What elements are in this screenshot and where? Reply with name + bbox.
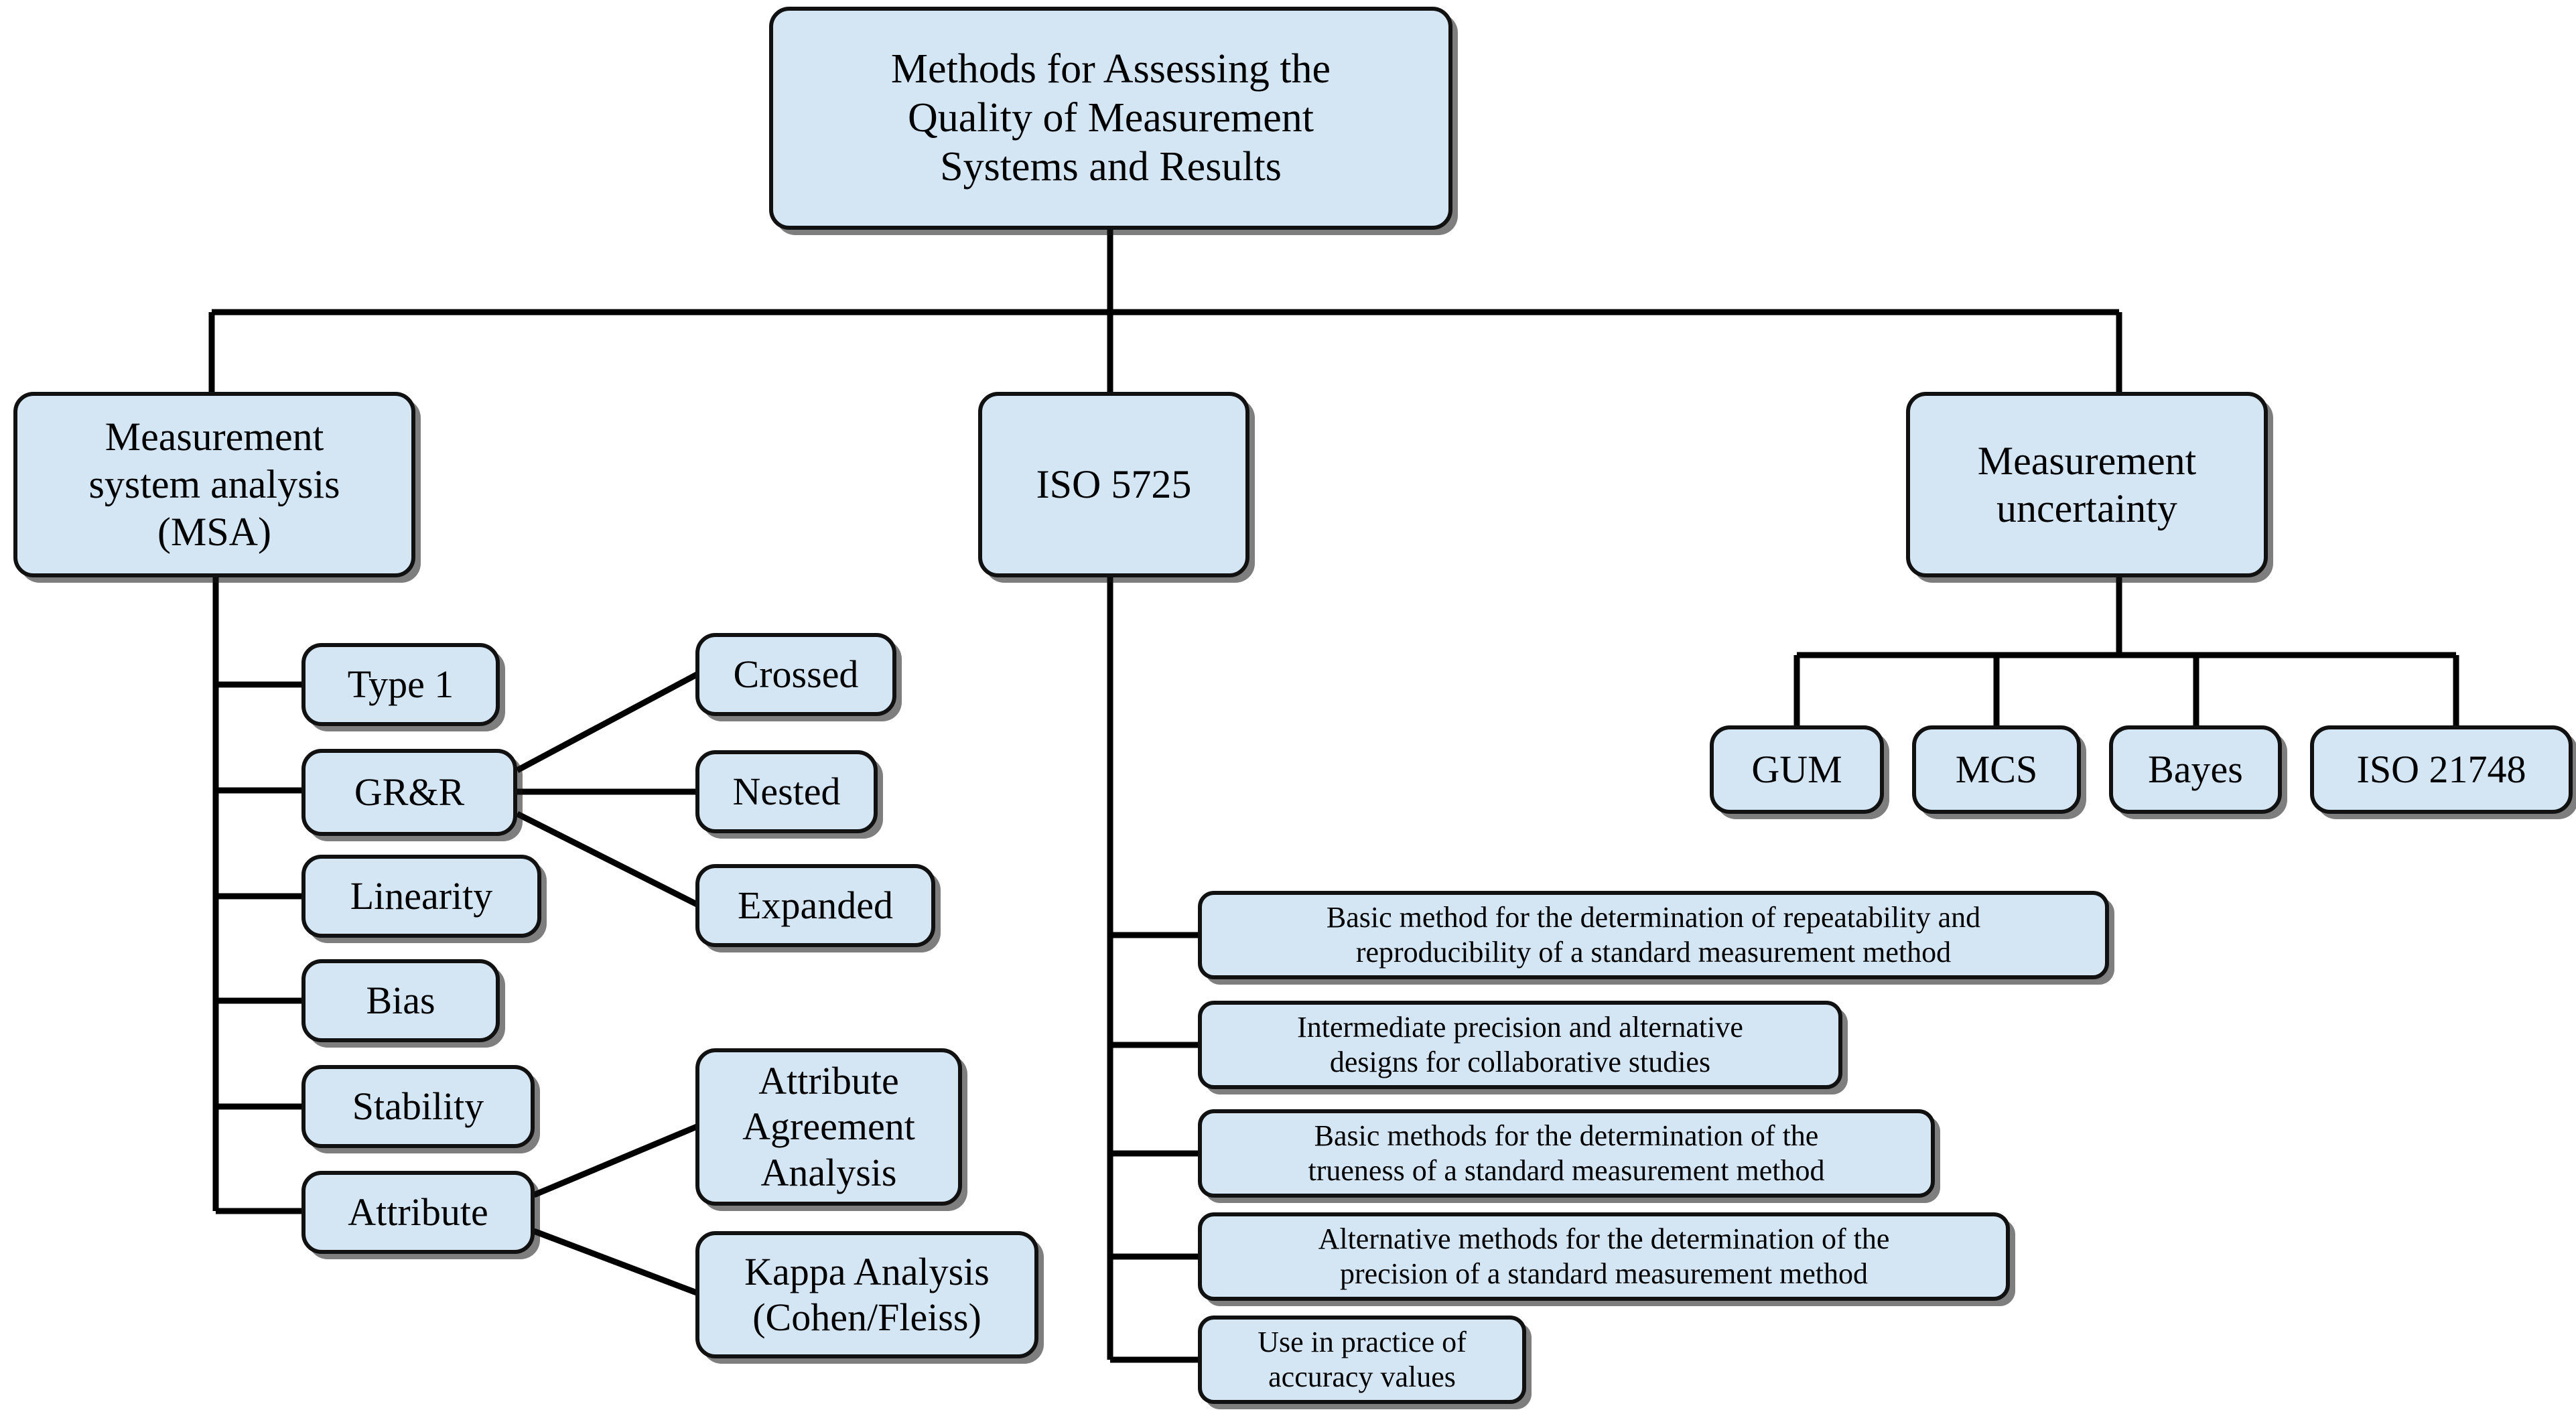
edge-grr-crossed: [515, 672, 699, 773]
node-uncertainty-child-iso21748-label: ISO 21748: [2356, 747, 2526, 791]
node-msa-child-linearity-label: Linearity: [350, 873, 493, 918]
node-msa-child-grr[interactable]: GR&R: [301, 749, 517, 836]
node-iso-child-5[interactable]: Use in practice of accuracy values: [1198, 1316, 1526, 1404]
node-attribute-child-agreement-label: Attribute Agreement Analysis: [742, 1058, 915, 1194]
node-iso-child-4-label: Alternative methods for the determinatio…: [1318, 1222, 1890, 1290]
node-uncertainty-child-iso21748[interactable]: ISO 21748: [2310, 725, 2573, 814]
node-uncertainty-child-mcs[interactable]: MCS: [1912, 725, 2081, 814]
node-msa-child-stability-label: Stability: [352, 1084, 484, 1128]
node-iso-child-4[interactable]: Alternative methods for the determinatio…: [1198, 1212, 2010, 1301]
node-attribute-child-kappa-label: Kappa Analysis (Cohen/Fleiss): [744, 1249, 990, 1339]
node-uncertainty[interactable]: Measurement uncertainty: [1906, 392, 2268, 577]
node-grr-child-nested[interactable]: Nested: [695, 750, 878, 833]
node-iso-child-1-label: Basic method for the determination of re…: [1326, 901, 1981, 969]
node-msa-child-type1-label: Type 1: [347, 662, 454, 706]
node-iso-child-5-label: Use in practice of accuracy values: [1258, 1326, 1467, 1393]
node-iso5725-label: ISO 5725: [1036, 462, 1192, 507]
node-attribute-child-agreement[interactable]: Attribute Agreement Analysis: [695, 1048, 962, 1206]
node-msa-child-bias-label: Bias: [366, 978, 435, 1022]
node-attribute-child-kappa[interactable]: Kappa Analysis (Cohen/Fleiss): [695, 1231, 1038, 1358]
edge-attribute-agreement: [533, 1123, 698, 1198]
node-uncertainty-child-bayes-label: Bayes: [2148, 747, 2243, 791]
node-uncertainty-child-gum[interactable]: GUM: [1710, 725, 1884, 814]
node-msa-child-bias[interactable]: Bias: [301, 959, 500, 1042]
node-msa-child-linearity[interactable]: Linearity: [301, 855, 541, 938]
node-iso-child-2[interactable]: Intermediate precision and alternative d…: [1198, 1001, 1842, 1089]
edge-attribute-kappa: [533, 1228, 698, 1296]
node-uncertainty-child-bayes[interactable]: Bayes: [2109, 725, 2282, 814]
node-grr-child-crossed[interactable]: Crossed: [695, 633, 896, 716]
node-grr-child-expanded-label: Expanded: [738, 883, 893, 927]
edge-grr-expanded: [515, 810, 699, 908]
node-root[interactable]: Methods for Assessing the Quality of Mea…: [769, 7, 1452, 230]
node-msa-child-attribute-label: Attribute: [348, 1190, 488, 1234]
node-iso5725[interactable]: ISO 5725: [978, 392, 1249, 577]
node-iso-child-3-label: Basic methods for the determination of t…: [1308, 1119, 1825, 1187]
node-msa[interactable]: Measurement system analysis (MSA): [13, 392, 415, 577]
node-msa-label: Measurement system analysis (MSA): [88, 415, 340, 554]
node-uncertainty-child-gum-label: GUM: [1751, 747, 1842, 791]
node-grr-child-expanded[interactable]: Expanded: [695, 864, 935, 947]
node-uncertainty-child-mcs-label: MCS: [1955, 747, 2038, 791]
node-uncertainty-label: Measurement uncertainty: [1977, 438, 2197, 530]
node-grr-child-crossed-label: Crossed: [733, 652, 859, 696]
node-grr-child-nested-label: Nested: [732, 769, 841, 813]
node-msa-child-type1[interactable]: Type 1: [301, 643, 500, 726]
node-msa-child-attribute[interactable]: Attribute: [301, 1171, 535, 1254]
node-iso-child-3[interactable]: Basic methods for the determination of t…: [1198, 1109, 1935, 1198]
node-msa-child-stability[interactable]: Stability: [301, 1065, 535, 1148]
node-msa-child-grr-label: GR&R: [354, 770, 465, 814]
node-root-label: Methods for Assessing the Quality of Mea…: [890, 46, 1331, 190]
node-iso-child-1[interactable]: Basic method for the determination of re…: [1198, 891, 2109, 979]
node-iso-child-2-label: Intermediate precision and alternative d…: [1297, 1011, 1743, 1078]
